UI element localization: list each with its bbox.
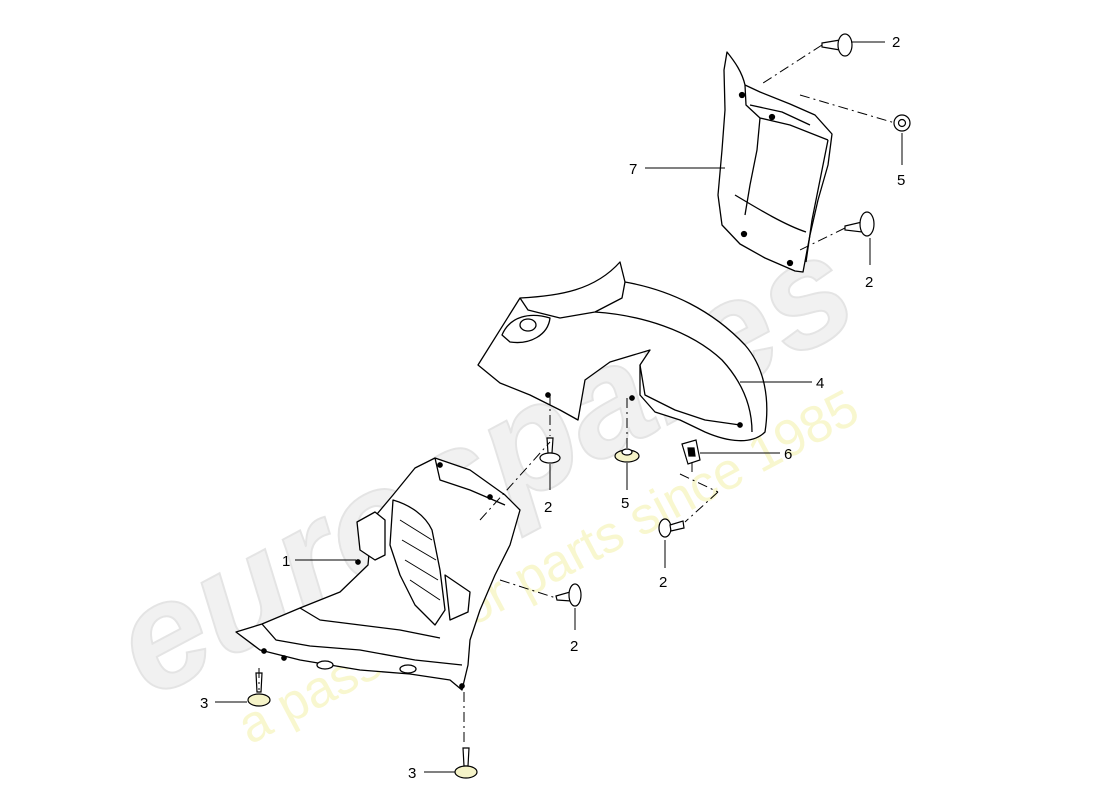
callout-4: 4 (816, 375, 824, 392)
callout-3-bottom: 3 (408, 765, 416, 782)
part-1-lower-liner (235, 457, 521, 691)
alignment-dashes (258, 44, 896, 745)
callout-2-lower-right: 2 (659, 574, 667, 591)
callout-5-top: 5 (897, 172, 905, 189)
callout-1: 1 (282, 553, 290, 570)
callout-3-left: 3 (200, 695, 208, 712)
screw-2-lower-right (658, 518, 685, 538)
part-7-wheel-arch-liner-rear (717, 51, 833, 273)
callout-2-right: 2 (865, 274, 873, 291)
screw-3-bottom (454, 747, 478, 779)
screw-2-top (821, 33, 853, 57)
watermark: eurospares a passion for parts since 198… (85, 199, 880, 755)
screw-2-center (539, 437, 561, 464)
leader-lines (215, 41, 903, 773)
clip-6 (681, 439, 701, 465)
callout-2-top: 2 (892, 34, 900, 51)
screw-2-lower-center (555, 583, 582, 607)
callout-2-center: 2 (544, 499, 552, 516)
callout-6: 6 (784, 446, 792, 463)
callout-7: 7 (629, 161, 637, 178)
callout-5-center: 5 (621, 495, 629, 512)
callout-labels: 2 5 7 2 4 6 2 5 2 2 1 3 3 (200, 34, 905, 782)
clip-5-center (614, 448, 640, 463)
clip-5-top (893, 114, 911, 132)
screw-2-right (844, 211, 875, 237)
callout-2-lower-center: 2 (570, 638, 578, 655)
